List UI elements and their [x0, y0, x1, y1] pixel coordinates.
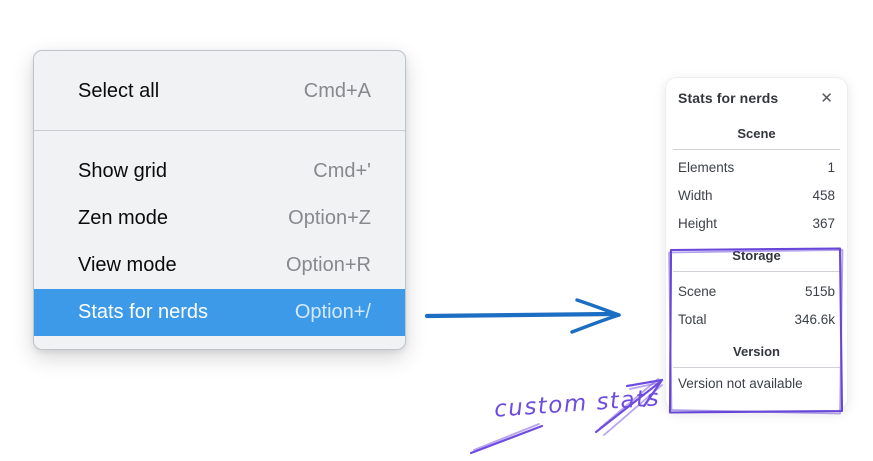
- stat-row-total-size: Total 346.6k: [678, 306, 835, 334]
- menu-divider: [34, 130, 405, 131]
- stat-value: 515b: [804, 284, 835, 299]
- menu-item-shortcut: Option+/: [294, 301, 371, 323]
- stat-row-height: Height 367: [678, 210, 835, 238]
- context-menu: Select all Cmd+A Show grid Cmd+' Zen mod…: [33, 50, 406, 350]
- stat-row-elements: Elements 1: [678, 154, 835, 182]
- stats-panel-title: Stats for nerds: [678, 90, 779, 106]
- menu-item-show-grid[interactable]: Show grid Cmd+': [34, 148, 405, 195]
- stat-value: 367: [812, 216, 835, 231]
- section-heading-scene: Scene: [737, 126, 776, 141]
- menu-item-view-mode[interactable]: View mode Option+R: [34, 242, 405, 289]
- stat-row-scene-size: Scene 515b: [678, 278, 835, 306]
- stat-label: Height: [678, 216, 718, 231]
- menu-item-stats-for-nerds[interactable]: Stats for nerds Option+/: [34, 289, 405, 336]
- stat-label: Total: [678, 312, 707, 327]
- menu-item-label: View mode: [78, 254, 177, 276]
- section-divider: [673, 367, 840, 368]
- menu-item-shortcut: Option+Z: [288, 207, 371, 229]
- stats-panel: Stats for nerds ✕ Scene Elements 1 Width…: [665, 77, 848, 411]
- menu-item-label: Zen mode: [78, 207, 169, 229]
- stat-label: Elements: [678, 160, 735, 175]
- section-divider: [673, 149, 840, 150]
- menu-item-label: Select all: [78, 80, 160, 102]
- stat-value: 458: [812, 188, 835, 203]
- close-icon[interactable]: ✕: [820, 88, 833, 107]
- storage-rows: Scene 515b Total 346.6k: [678, 278, 835, 334]
- section-heading-storage: Storage: [732, 248, 781, 263]
- scene-rows: Elements 1 Width 458 Height 367: [678, 154, 835, 238]
- stat-value: 346.6k: [794, 312, 835, 327]
- stat-label: Width: [678, 188, 713, 203]
- annotation-custom-stats: custom stats: [493, 385, 661, 423]
- stat-label: Scene: [678, 284, 717, 299]
- menu-item-select-all[interactable]: Select all Cmd+A: [34, 68, 405, 115]
- menu-item-shortcut: Cmd+': [313, 160, 371, 182]
- stats-panel-header: Stats for nerds ✕: [678, 88, 835, 108]
- blue-arrow: [424, 298, 621, 334]
- menu-item-label: Show grid: [78, 160, 167, 182]
- stat-value: 1: [827, 160, 835, 175]
- menu-item-label: Stats for nerds: [78, 301, 209, 323]
- menu-item-shortcut: Option+R: [285, 254, 371, 276]
- section-heading-version: Version: [733, 344, 780, 359]
- stat-row-width: Width 458: [678, 182, 835, 210]
- menu-item-zen-mode[interactable]: Zen mode Option+Z: [34, 195, 405, 242]
- menu-item-shortcut: Cmd+A: [303, 80, 371, 102]
- section-divider: [673, 271, 840, 272]
- version-note: Version not available: [678, 376, 803, 391]
